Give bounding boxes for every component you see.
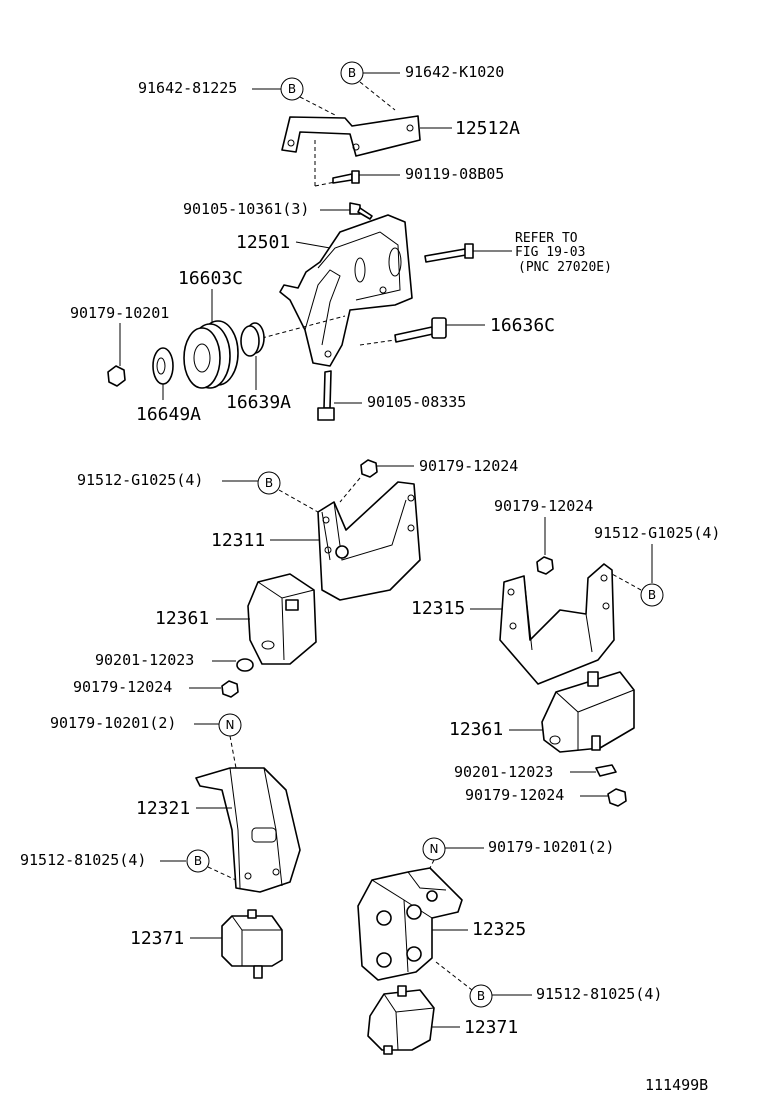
- bolt-16636C: 16636C: [261, 315, 555, 346]
- collar-16639A: 16639A: [226, 322, 291, 413]
- callout-91512-81025-right: B 91512-81025(4): [435, 961, 662, 1008]
- callout-90179-10201-left: 90179-10201(2) N: [50, 713, 242, 769]
- callout-90179-10201-right: N 90179-10201(2): [422, 837, 614, 879]
- svg-text:12315: 12315: [411, 598, 465, 619]
- mount-12361-left: 12361: [155, 573, 317, 665]
- nut-90179-12024-right: 90179-12024: [494, 497, 593, 575]
- svg-text:12371: 12371: [464, 1017, 518, 1038]
- callout-91512-81025-left: 91512-81025(4) B: [20, 849, 237, 881]
- bracket-12501: 12501: [236, 214, 413, 367]
- callout-91512-G1025-right: 91512-G1025(4) B: [594, 524, 720, 607]
- washer-90201-12023-left: 90201-12023: [95, 651, 254, 672]
- mount-12371-left: 12371: [130, 909, 283, 979]
- svg-text:12512A: 12512A: [455, 118, 520, 139]
- bolt-90105-10361: 90105-10361(3): [183, 200, 373, 220]
- washer-16649A: 16649A: [136, 347, 201, 425]
- svg-text:91512-81025(4): 91512-81025(4): [20, 851, 146, 869]
- bracket-12325: 12325: [357, 867, 526, 981]
- svg-text:90119-08B05: 90119-08B05: [405, 165, 504, 183]
- svg-text:(PNC 27020E): (PNC 27020E): [518, 260, 612, 275]
- svg-text:91512-G1025(4): 91512-G1025(4): [77, 471, 203, 489]
- svg-text:N: N: [226, 718, 235, 732]
- svg-text:91642-81225: 91642-81225: [138, 79, 237, 97]
- svg-text:90179-12024: 90179-12024: [494, 497, 593, 515]
- svg-text:90201-12023: 90201-12023: [95, 651, 194, 669]
- svg-text:16639A: 16639A: [226, 392, 291, 413]
- svg-text:90201-12023: 90201-12023: [454, 763, 553, 781]
- bracket-12512A: 12512A: [281, 115, 520, 157]
- svg-text:B: B: [648, 588, 656, 602]
- figure-code: 111499B: [645, 1076, 708, 1094]
- svg-text:90179-12024: 90179-12024: [419, 457, 518, 475]
- nut-90179-10201: 90179-10201: [70, 304, 169, 387]
- nut-90179-12024-left: 90179-12024: [73, 678, 239, 698]
- svg-text:91512-G1025(4): 91512-G1025(4): [594, 524, 720, 542]
- nut-90179-12024-lower-right: 90179-12024: [465, 786, 627, 807]
- svg-text:16649A: 16649A: [136, 404, 201, 425]
- svg-text:90105-08335: 90105-08335: [367, 393, 466, 411]
- nut-90179-12024-top: 90179-12024: [339, 457, 518, 503]
- callout-91512-G1025-left: 91512-G1025(4) B: [77, 471, 319, 513]
- svg-text:B: B: [477, 989, 485, 1003]
- svg-text:B: B: [288, 82, 296, 96]
- marker-b-circle: [280, 77, 304, 101]
- svg-text:91512-81025(4): 91512-81025(4): [536, 985, 662, 1003]
- svg-text:90179-12024: 90179-12024: [73, 678, 172, 696]
- svg-text:12321: 12321: [136, 798, 190, 819]
- svg-text:90179-10201: 90179-10201: [70, 304, 169, 322]
- svg-text:12361: 12361: [155, 608, 209, 629]
- washer-90201-12023-right: 90201-12023: [454, 763, 617, 781]
- svg-text:REFER TO: REFER TO: [515, 231, 578, 246]
- svg-text:12311: 12311: [211, 530, 265, 551]
- svg-text:B: B: [194, 854, 202, 868]
- pulley-16603C: 16603C: [178, 268, 243, 389]
- svg-text:12501: 12501: [236, 232, 290, 253]
- svg-text:12371: 12371: [130, 928, 184, 949]
- callout-91642-K1020: B 91642-K1020: [340, 61, 504, 111]
- svg-text:N: N: [430, 842, 439, 856]
- bolt-90105-08335: 90105-08335: [317, 370, 466, 421]
- svg-text:16603C: 16603C: [178, 268, 243, 289]
- svg-text:90179-10201(2): 90179-10201(2): [488, 838, 614, 856]
- svg-text:91642-K1020: 91642-K1020: [405, 63, 504, 81]
- svg-text:12361: 12361: [449, 719, 503, 740]
- bracket-12321: 12321: [136, 767, 301, 893]
- mount-12361-right: 12361: [449, 671, 635, 753]
- bracket-12315: 12315: [411, 563, 615, 685]
- svg-text:B: B: [265, 476, 273, 490]
- mount-12371-right: 12371: [367, 985, 518, 1055]
- svg-text:90179-12024: 90179-12024: [465, 786, 564, 804]
- svg-text:90179-10201(2): 90179-10201(2): [50, 714, 176, 732]
- svg-text:90105-10361(3): 90105-10361(3): [183, 200, 309, 218]
- svg-text:B: B: [348, 66, 356, 80]
- callout-91642-81225: 91642-81225 B: [138, 77, 336, 116]
- bracket-12311: 12311: [211, 481, 421, 601]
- svg-text:FIG 19-03: FIG 19-03: [515, 245, 585, 260]
- svg-text:16636C: 16636C: [490, 315, 555, 336]
- bolt-90119-08B05: 90119-08B05: [314, 140, 504, 187]
- svg-text:12325: 12325: [472, 919, 526, 940]
- bolt-refer-fig-19-03: REFER TO FIG 19-03 (PNC 27020E): [424, 231, 612, 275]
